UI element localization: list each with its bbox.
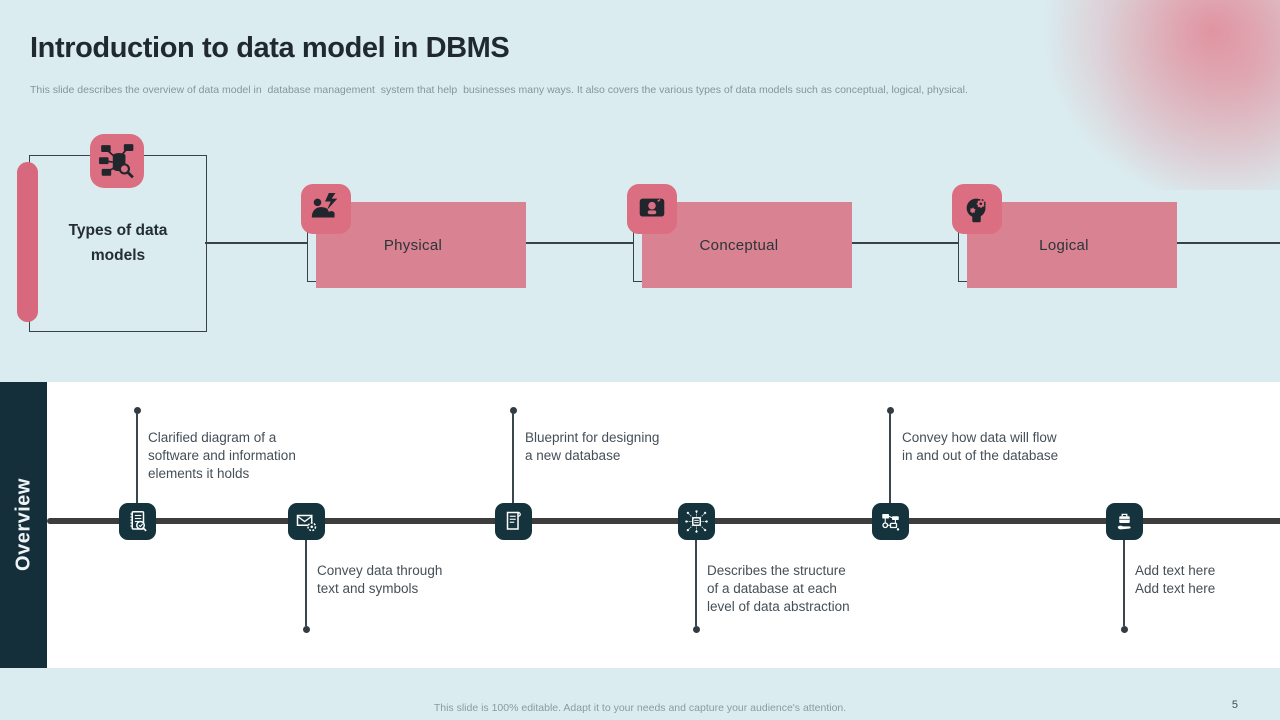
physical-box: Physical [301,184,526,288]
timeline-stem [695,540,697,626]
accent-pill [17,162,38,322]
milestone-text: Convey data through text and symbols [317,563,443,596]
hand-briefcase-icon [1105,503,1143,540]
timeline-line [47,518,1280,524]
timeline-dot [509,407,517,414]
connector-line [1168,242,1280,244]
timeline-stem [512,413,514,503]
database-network-icon [90,134,144,188]
network-node-icon [677,503,715,540]
idea-presentation-icon [627,184,677,234]
milestone-text: Blueprint for designing a new database [525,430,660,463]
logical-label: Logical [1039,236,1089,254]
conceptual-label: Conceptual [699,236,779,254]
overview-label: Overview [12,478,35,571]
blueprint-icon [494,503,532,540]
decorative-pink-blur [1020,0,1280,190]
timeline-dot [692,626,700,633]
timeline-dot [302,626,310,633]
timeline-dot [133,407,141,414]
page-number: 5 [1231,699,1238,711]
data-flowchart-icon [871,503,909,540]
connector-line [517,242,633,244]
page-title: Introduction to data model in DBMS [30,32,510,64]
notebook-search-icon [118,503,156,540]
connector-line [843,242,958,244]
strength-arm-icon [301,184,351,234]
timeline-stem [136,413,138,503]
connector-line [205,242,307,244]
timeline-stem [305,540,307,626]
milestone-text: Convey how data will flow in and out of … [902,430,1059,463]
timeline-dot [1120,626,1128,633]
milestone-text: Clarified diagram of a software and info… [148,430,296,481]
timeline-dot [886,407,894,414]
mail-gear-icon [287,503,325,540]
logical-box: Logical [952,184,1177,288]
milestone-text: Describes the structure of a database at… [707,563,850,614]
footer-note: This slide is 100% editable. Adapt it to… [433,702,847,714]
slide-description: This slide describes the overview of dat… [30,84,968,96]
overview-band [47,382,1280,668]
conceptual-box: Conceptual [627,184,852,288]
overview-sidebar [0,382,47,668]
head-gears-icon [952,184,1002,234]
timeline-stem [1123,540,1125,626]
types-of-data-models-label: Types of data models [68,222,168,264]
timeline-stem [889,413,891,503]
physical-label: Physical [383,236,443,254]
milestone-text: Add text here Add text here [1135,563,1216,596]
